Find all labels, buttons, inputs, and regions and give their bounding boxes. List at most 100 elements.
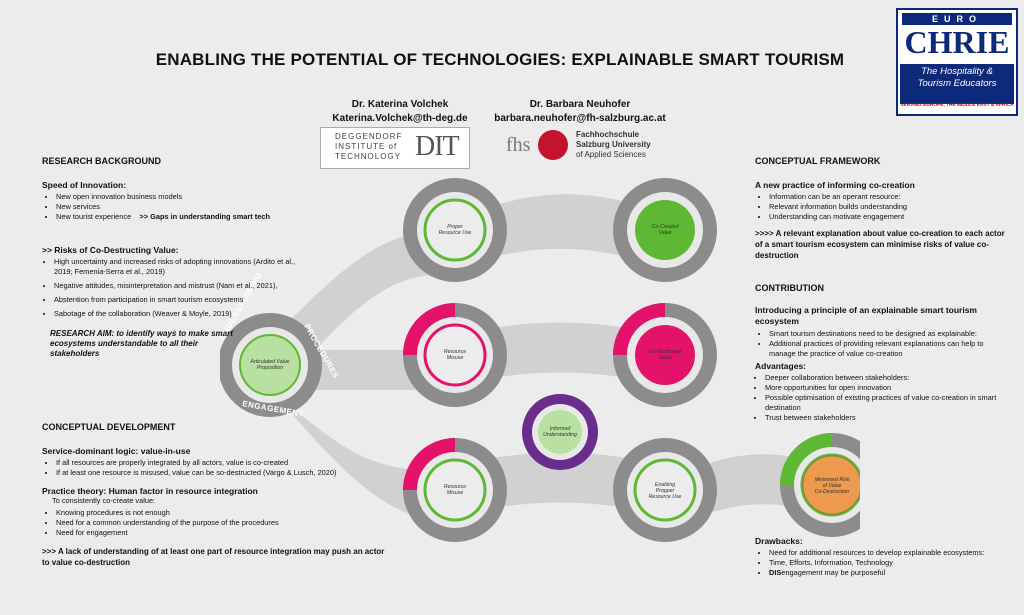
list-item: Additional practices of providing releva… (769, 339, 1005, 359)
list-item: Need for additional resources to develop… (769, 548, 985, 558)
research-background: RESEARCH BACKGROUND Speed of Innovation:… (42, 156, 282, 222)
fhs-line1: Fachhochschule (576, 130, 640, 139)
drawback-rest: engagement may be purposeful (781, 568, 886, 577)
chrie-line1: The Hospitality & (921, 66, 993, 77)
list-item: Smart tourism destinations need to be de… (769, 329, 1005, 339)
list-item: DISengagement may be purposeful (769, 568, 985, 578)
conceptual-framework: CONCEPTUAL FRAMEWORK A new practice of i… (755, 156, 1010, 261)
list-item: High uncertainty and increased risks of … (54, 257, 302, 277)
chrie-euro: EURO (902, 13, 1012, 25)
cf-conclusion: >>>> A relevant explanation about value … (755, 229, 1005, 260)
list-item: Knowing procedures is not enough (56, 508, 402, 518)
drawbacks: Drawbacks: Need for additional resources… (755, 536, 985, 578)
cf-sub: A new practice of informing co-creation (755, 180, 915, 190)
drawback-dis: DIS (769, 568, 782, 577)
author-2: Dr. Barbara Neuhofer barbara.neuhofer@fh… (485, 98, 675, 126)
drawbacks-list: Need for additional resources to develop… (755, 548, 985, 578)
list-item: Need for a common understanding of the p… (56, 518, 402, 528)
eurochrie-logo: EURO CHRIE The Hospitality & Tourism Edu… (896, 8, 1018, 116)
list-item: Sabotage of the collaboration (Weaver & … (54, 309, 302, 319)
list-item: Information can be an operant resource: (769, 192, 1010, 202)
pt-list: Knowing procedures is not enough Need fo… (42, 508, 402, 538)
conceptual-development: CONCEPTUAL DEVELOPMENT Service-dominant … (42, 422, 402, 568)
deg-line2: INSTITUTE of (335, 142, 398, 151)
list-item: Time, Efforts, Information, Technology (769, 558, 985, 568)
list-item: Understanding can motivate engagement (769, 212, 1010, 222)
fhs-name: Fachhochschule Salzburg University of Ap… (576, 130, 651, 160)
sdl-heading: Service-dominant logic: value-in-use (42, 446, 191, 456)
list-item: Abstention from participation in smart t… (54, 295, 302, 305)
chrie-band: The Hospitality & Tourism Educators (900, 64, 1014, 104)
list-item: If all resources are properly integrated… (56, 458, 346, 468)
contribution: CONTRIBUTION Introducing a principle of … (755, 283, 1005, 423)
deg-line1: DEGGENDORF (335, 132, 403, 141)
list-item: New services (56, 202, 282, 212)
cf-list: Information can be an operant resource: … (755, 192, 1010, 222)
author-2-email[interactable]: barbara.neuhofer@fh-salzburg.ac.at (494, 113, 666, 124)
rb-risks-list: High uncertainty and increased risks of … (42, 257, 302, 319)
author-1-name: Dr. Katerina Volchek (351, 99, 449, 110)
list-item: Possible optimisation of existing practi… (765, 393, 1005, 413)
fhs-logo: fhs Fachhochschule Salzburg University o… (506, 128, 656, 170)
author-1: Dr. Katerina Volchek Katerina.Volchek@th… (330, 98, 470, 126)
sdl-list: If all resources are properly integrated… (42, 458, 346, 478)
fhs-mark: fhs (506, 134, 531, 156)
deg-line3: TECHNOLOGY (335, 152, 402, 161)
rb-heading: RESEARCH BACKGROUND (42, 156, 162, 166)
list-item: Deeper collaboration between stakeholder… (765, 373, 1005, 383)
list-item: If at least one resource is misused, val… (56, 468, 346, 478)
fhs-dot (538, 130, 568, 160)
pt-heading: Practice theory: Human factor in resourc… (42, 486, 258, 496)
advantages-list: Deeper collaboration between stakeholder… (755, 373, 1005, 423)
rb-speed-list: New open innovation business models New … (42, 192, 282, 222)
list-item: Trust between stakeholders (765, 413, 1005, 423)
drawbacks-heading: Drawbacks: (755, 536, 803, 546)
rb-gaps: >> Gaps in understanding smart tech (139, 212, 271, 221)
list-item: More opportunities for open innovation (765, 383, 1005, 393)
risks-section: >> Risks of Co-Destructing Value: High u… (42, 245, 302, 359)
rb-speed-heading: Speed of Innovation: (42, 180, 127, 190)
cd-heading: CONCEPTUAL DEVELOPMENT (42, 422, 176, 432)
chrie-name: CHRIE (904, 24, 1010, 60)
pt-intro: To consistently co-create value: (52, 496, 156, 505)
contribution-heading: CONTRIBUTION (755, 283, 824, 293)
list-item: Negative attitudes, misinterpretation an… (54, 281, 302, 291)
list-item: New tourist experience >> Gaps in unders… (56, 212, 282, 222)
deg-mark: DIT (415, 131, 460, 162)
advantages-heading: Advantages: (755, 361, 807, 371)
list-item: Need for engagement (56, 528, 402, 538)
chrie-foot: SERVING EUROPE, THE MIDDLE EAST & AFRICA (900, 103, 1014, 108)
research-aim: RESEARCH AIM: to identify ways to make s… (50, 329, 233, 358)
list-item: Relevant information builds understandin… (769, 202, 1010, 212)
author-1-email[interactable]: Katerina.Volchek@th-deg.de (332, 113, 468, 124)
rb-risks-heading: >> Risks of Co-Destructing Value: (42, 245, 179, 255)
rb-speed-item-3: New tourist experience (56, 212, 132, 221)
fhs-line3: of Applied Sciences (576, 150, 646, 159)
chrie-line2: Tourism Educators (917, 78, 997, 89)
contribution-list: Smart tourism destinations need to be de… (755, 329, 1005, 359)
deg-text: DEGGENDORF INSTITUTE of TECHNOLOGY (335, 132, 402, 162)
deggendorf-logo: DEGGENDORF INSTITUTE of TECHNOLOGY DIT (320, 127, 470, 169)
author-2-name: Dr. Barbara Neuhofer (529, 99, 631, 110)
fhs-line2: Salzburg University (576, 140, 651, 149)
